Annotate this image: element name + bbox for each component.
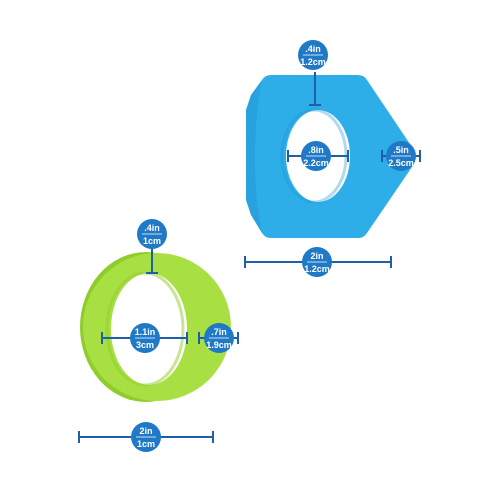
round-ring: .4in 1cm 1.1in 3cm .7in 1.9cm [78, 219, 239, 452]
round-ring-hole-inner-wall [105, 271, 185, 387]
round-inner-diameter-dimension: 1.1in 3cm [101, 323, 188, 353]
hex-width-dimension: .5in 2.5cm [381, 141, 421, 171]
badge-cm-value: 1.9cm [206, 340, 232, 350]
badge-cm-value: 1cm [143, 236, 161, 246]
badge-cm-value: 2.5cm [388, 158, 414, 168]
badge-inch-value: .4in [144, 223, 160, 233]
hex-ring-side-shade [246, 80, 262, 233]
hex-ring: .4in 1.2cm .8in 2.2cm .5in 2.5cm [244, 40, 421, 277]
badge-cm-value: 3cm [136, 340, 154, 350]
badge-inch-value: 2in [139, 426, 152, 436]
badge-inch-value: .5in [393, 145, 409, 155]
badge-inch-value: .4in [305, 44, 321, 54]
badge-cm-value: 1cm [137, 439, 155, 449]
round-height-dimension: 2in 1cm [78, 422, 214, 452]
badge-inch-value: 2in [310, 251, 323, 261]
hex-height-dimension: 2in 1.2cm [244, 247, 392, 277]
badge-cm-value: 1.2cm [300, 57, 326, 67]
badge-cm-value: 1.2cm [304, 264, 330, 274]
badge-inch-value: .8in [308, 145, 324, 155]
round-wall-thickness-dimension: .4in 1cm [137, 219, 167, 274]
badge-inch-value: .7in [211, 327, 227, 337]
hex-wall-thickness-dimension: .4in 1.2cm [298, 40, 328, 106]
badge-inch-value: 1.1in [135, 327, 156, 337]
hex-inner-diameter-dimension: .8in 2.2cm [287, 141, 349, 171]
round-width-dimension: .7in 1.9cm [198, 323, 239, 353]
badge-cm-value: 2.2cm [303, 158, 329, 168]
